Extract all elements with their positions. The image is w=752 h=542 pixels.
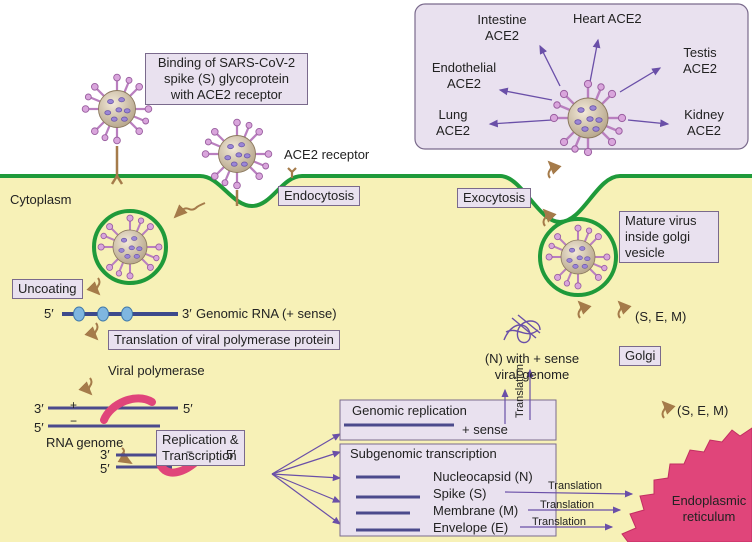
mature-virus-line1: Mature virus — [625, 213, 697, 228]
binding-line2: spike (S) glycoprotein — [164, 71, 289, 86]
mature-virus-box: Mature virus inside golgi vesicle — [619, 211, 719, 263]
replication-box: Replication & Transcription — [156, 430, 245, 466]
er-arrows — [504, 490, 634, 531]
translation-polymerase-box: Translation of viral polymerase protein — [108, 330, 340, 350]
n-genome-line2: viral genome — [494, 367, 570, 382]
strand-5prime-right: 5′ — [183, 401, 193, 416]
strand-5prime-left: 5′ — [34, 420, 44, 435]
organ-testis: Testis ACE2 — [664, 45, 736, 77]
strand-3prime: 3′ — [34, 401, 44, 416]
ace2-receptor-label: ACE2 receptor — [284, 147, 370, 162]
organ-arrows — [488, 38, 670, 128]
organ-endothelial: Endothelial ACE2 — [424, 60, 504, 92]
organ-lung-ace: ACE2 — [436, 123, 470, 138]
cell-membrane — [0, 174, 752, 225]
translation-label-envelope: Translation — [532, 516, 587, 528]
n-protein-icon — [503, 314, 541, 344]
rna-genome-label: RNA genome — [46, 435, 124, 450]
duplex-minus: − — [186, 445, 194, 459]
viral-polymerase-label: Viral polymerase — [108, 363, 205, 378]
er-label: Endoplasmic reticulum — [666, 493, 752, 525]
organ-testis-ace: ACE2 — [683, 61, 717, 76]
sem-label-lower: (S, E, M) — [677, 403, 729, 418]
binding-line1: Binding of SARS-CoV-2 — [157, 55, 296, 70]
genomic-replication-box — [339, 399, 557, 441]
subgenomic-panel — [339, 443, 557, 537]
strand-minus: − — [70, 414, 78, 428]
organ-lung-name: Lung — [438, 107, 468, 122]
mature-virus-line3: vesicle — [625, 245, 665, 260]
organ-endothelial-ace: ACE2 — [447, 76, 481, 91]
translation-label-spike: Translation — [548, 480, 603, 492]
organ-kidney-ace: ACE2 — [687, 123, 721, 138]
uncoating-box: Uncoating — [12, 279, 83, 299]
mature-virus-line2: inside golgi — [625, 229, 691, 244]
exocytosis-box: Exocytosis — [457, 188, 532, 208]
replication-line1: Replication & — [162, 432, 239, 447]
organ-intestine: Intestine ACE2 — [472, 12, 532, 44]
genomic-rna-label: Genomic RNA (+ sense) — [196, 306, 337, 321]
endocytosis-box: Endocytosis — [278, 186, 361, 206]
golgi-box: Golgi — [619, 346, 662, 366]
organ-kidney-name: Kidney — [684, 107, 724, 122]
translation-label-membrane: Translation — [540, 499, 595, 511]
organ-lung: Lung ACE2 — [428, 107, 478, 139]
n-genome-line1: (N) with + sense — [484, 351, 580, 366]
binding-box: Binding of SARS-CoV-2 spike (S) glycopro… — [145, 53, 308, 105]
subgenomic-title: Subgenomic transcription — [350, 446, 497, 461]
strand-plus: + — [70, 398, 78, 412]
brown-arrows — [78, 160, 676, 465]
replication-line2: Transcription — [162, 448, 237, 463]
genomic-rna-5prime: 5′ — [44, 306, 54, 321]
n-genome-label: (N) with + sense viral genome — [472, 351, 592, 383]
subgenomic-item-nucleocapsid: Nucleocapsid (N) — [433, 469, 533, 484]
er-line1: Endoplasmic — [671, 493, 747, 508]
genomic-rna-3prime: 3′ — [182, 306, 192, 321]
genomic-replication-sense: + sense — [462, 422, 508, 437]
duplex-3prime: 3′ — [100, 447, 110, 462]
fan-arrows — [271, 433, 342, 525]
binding-line3: with ACE2 receptor — [170, 87, 283, 102]
organ-endothelial-name: Endothelial — [431, 60, 497, 75]
organ-kidney: Kidney ACE2 — [674, 107, 734, 139]
subgenomic-item-envelope: Envelope (E) — [433, 520, 509, 535]
organ-testis-name: Testis — [683, 45, 717, 60]
organ-panel — [414, 3, 749, 150]
duplex-5prime-left: 5′ — [100, 461, 110, 476]
duplex-5prime-right: 5′ — [226, 447, 236, 462]
subgenomic-item-membrane: Membrane (M) — [433, 503, 519, 518]
organ-heart: Heart ACE2 — [573, 11, 642, 26]
sem-label-upper: (S, E, M) — [635, 309, 687, 324]
cytoplasm-label: Cytoplasm — [10, 192, 72, 207]
subgenomic-item-spike: Spike (S) — [433, 486, 487, 501]
genomic-replication-title: Genomic replication — [352, 403, 467, 418]
organ-intestine-name: Intestine — [477, 12, 527, 27]
er-line2: reticulum — [682, 509, 736, 524]
ace2-receptor-icon — [287, 167, 297, 178]
organ-intestine-ace: ACE2 — [485, 28, 519, 43]
endoplasmic-reticulum-shape — [621, 427, 752, 542]
